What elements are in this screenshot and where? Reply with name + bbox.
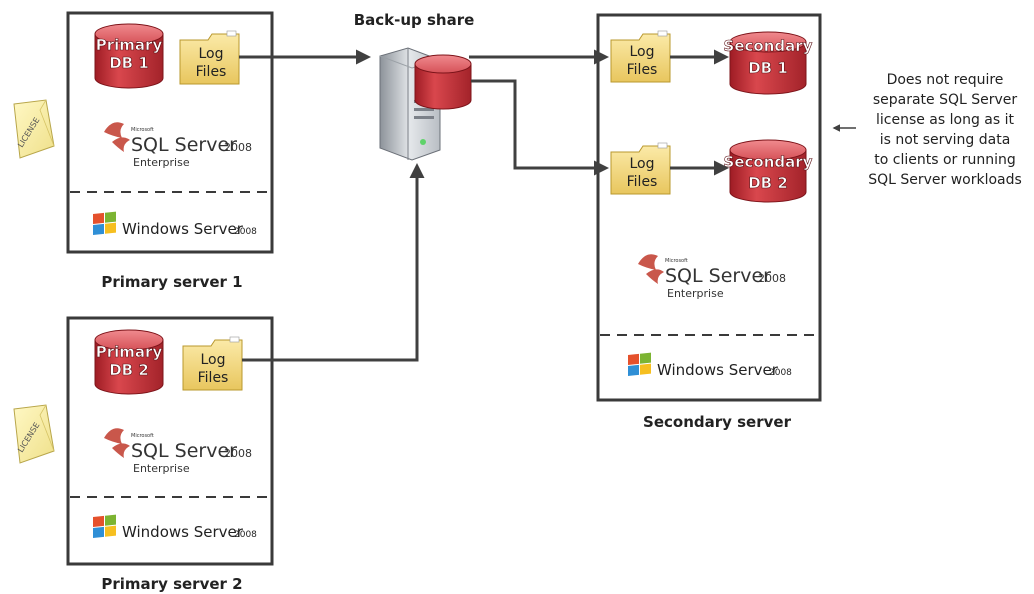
sql-server-2008-logo: Microsoft SQL Server 2008 Enterprise [638,254,786,300]
license-icon: LICENSE [13,404,55,464]
windows-server-text: Windows Server [657,361,779,379]
windows-server-2008-logo: Windows Server 2008 [628,352,792,379]
primary-db-1-icon: Primary DB 1 [94,23,164,89]
sql-version-text: 2008 [758,272,786,285]
secondary-1-log-files-folder-icon: Log Files [610,30,671,83]
arrow-primary2-to-backup [242,163,425,362]
primary-1-log-label-line1: Log [198,46,223,62]
windows-server-text: Windows Server [122,523,244,541]
primary-db-1-label-line2: DB 1 [109,54,149,72]
sql-server-2008-logo: Microsoft SQL Server 2008 Enterprise [104,122,252,169]
windows-server-2008-logo: Windows Server 2008 [93,211,257,238]
windows-server-text: Windows Server [122,220,244,238]
primary-server-2: Primary DB 2 Log Files Microsoft SQL Ser… [66,316,274,566]
sql-edition-text: Enterprise [133,156,190,169]
primary-db-2-label-line1: Primary [96,343,163,361]
secondary-2-log-label-line2: Files [627,174,658,190]
sql-server-text: SQL Server [665,265,771,287]
note-line-3: license as long as it [876,112,1015,128]
note-line-6: SQL Server workloads [868,172,1022,188]
secondary-db-2-label-line1: Secondary [724,153,813,171]
sql-version-text: 2008 [224,447,252,460]
secondary-db-2-label-line2: DB 2 [748,174,788,192]
windows-server-2008-logo: Windows Server 2008 [93,514,257,541]
secondary-2-log-label-line1: Log [629,156,654,172]
note-line-4: is not serving data [880,132,1011,148]
note-line-2: separate SQL Server [873,92,1018,108]
windows-version-text: 2008 [234,530,257,540]
license-icon: LICENSE [13,99,55,159]
flow-arrows [239,49,729,362]
primary-server-1-caption: Primary server 1 [101,273,242,291]
primary-server-2-caption: Primary server 2 [101,575,242,593]
sql-microsoft-text: Microsoft [131,433,154,439]
sql-server-icon [104,428,130,458]
secondary-1-log-label-line1: Log [629,44,654,60]
primary-db-1-label-line1: Primary [96,36,163,54]
secondary-db-1-label-line2: DB 1 [748,59,788,77]
primary-1-log-files-folder-icon: Log Files [179,30,240,85]
sql-server-text: SQL Server [131,134,237,156]
sql-version-text: 2008 [224,141,252,154]
note-line-1: Does not require [887,72,1004,88]
primary-server-1: Primary DB 1 Log Files Microsoft SQL Ser… [66,11,274,254]
sql-microsoft-text: Microsoft [131,127,154,133]
secondary-db-2-icon: Secondary DB 2 [723,139,813,203]
licensing-note: Does not require separate SQL Server lic… [868,72,1022,188]
windows-flag-icon [93,514,116,538]
sql-edition-text: Enterprise [667,287,724,300]
sql-server-icon [638,254,664,284]
primary-2-log-label-line2: Files [198,370,229,386]
note-line-5: to clients or running [874,152,1016,168]
secondary-db-1-icon: Secondary DB 1 [723,31,813,95]
primary-db-2-label-line2: DB 2 [109,361,149,379]
backup-share-title: Back-up share [354,11,475,29]
sql-microsoft-text: Microsoft [665,258,688,264]
arrow-backup-to-secondary-log2 [471,79,609,176]
sql-server-text: SQL Server [131,440,237,462]
primary-2-log-files-folder-icon: Log Files [182,336,243,391]
sql-server-icon [104,122,130,152]
secondary-server-caption: Secondary server [643,413,792,431]
windows-flag-icon [628,352,651,376]
secondary-2-log-files-folder-icon: Log Files [610,142,671,195]
primary-db-2-icon: Primary DB 2 [94,329,164,395]
backup-share-db-icon [414,54,472,110]
sql-server-2008-logo: Microsoft SQL Server 2008 Enterprise [104,428,252,475]
secondary-db-1-label-line1: Secondary [724,37,813,55]
secondary-1-log-label-line2: Files [627,62,658,78]
primary-2-log-label-line1: Log [200,352,225,368]
primary-1-log-label-line2: Files [196,64,227,80]
secondary-server: Log Files Secondary DB 1 Log Files Secon… [596,13,822,402]
windows-version-text: 2008 [769,368,792,378]
sql-edition-text: Enterprise [133,462,190,475]
windows-version-text: 2008 [234,227,257,237]
windows-flag-icon [93,211,116,235]
